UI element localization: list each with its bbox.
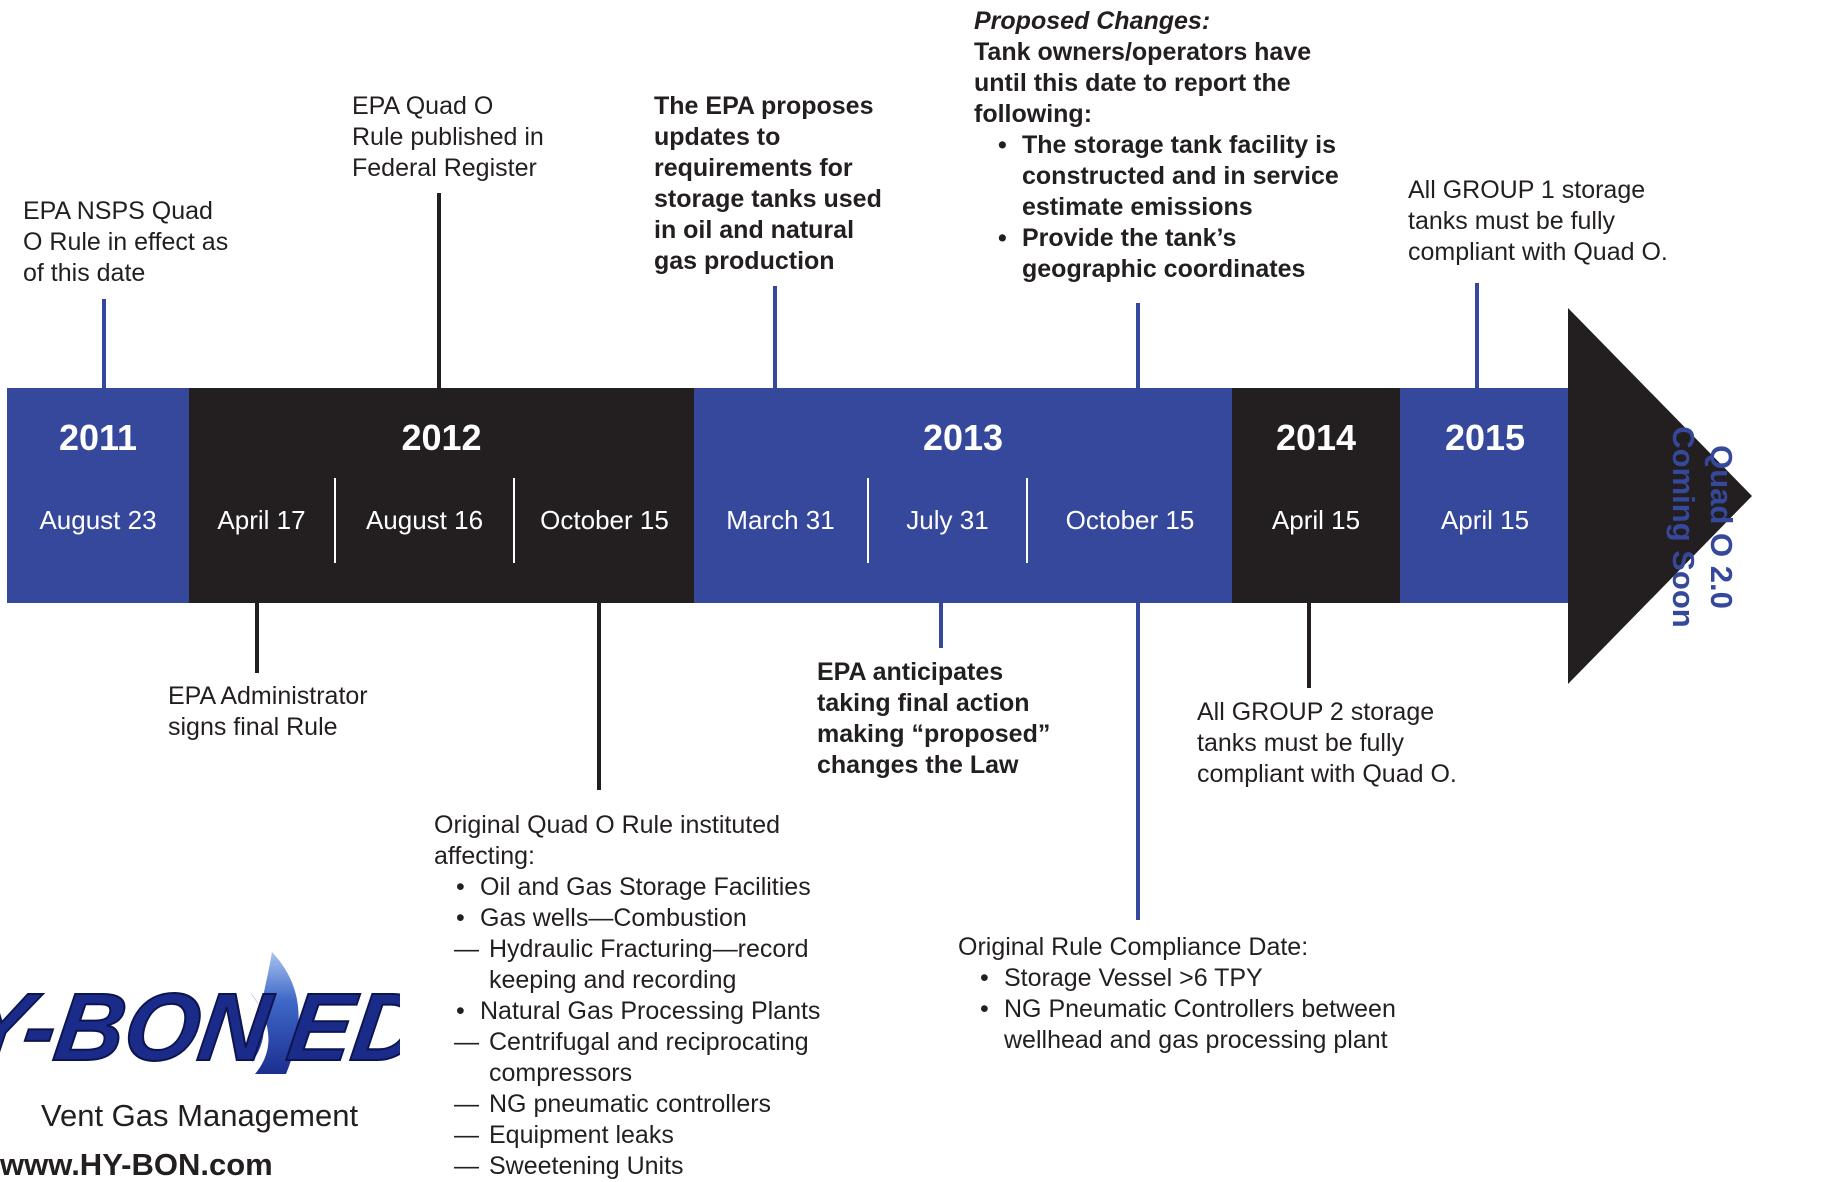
timeline-segment-2012 [189, 388, 694, 603]
website-link[interactable]: www.HY-BON.com [0, 1147, 273, 1182]
date-label-apr15-2015: April 15 [1440, 505, 1530, 535]
connector-line [437, 193, 441, 388]
connector-line [1475, 283, 1479, 388]
date-separator [334, 478, 336, 563]
year-label-2014: 2014 [1275, 417, 1357, 458]
connector-line [255, 603, 259, 673]
arrow-label: Quad O 2.0 Coming Soon [1666, 426, 1739, 628]
date-label-jul31-2013: July 31 [906, 505, 989, 535]
callout-oct15-2013-compliance: Original Rule Compliance Date: Storage V… [958, 932, 1396, 1056]
logo-wordmark-right: EDI [282, 974, 400, 1080]
list-subitem: —Sweetening Units [454, 1152, 684, 1180]
connector-line [1136, 603, 1140, 920]
callout-apr15-2015: All GROUP 1 storage tanks must be fully … [1408, 176, 1668, 266]
connector-line [102, 299, 106, 388]
connector-line [1307, 603, 1311, 688]
list-subitem: —NG pneumatic controllers [454, 1090, 772, 1118]
callout-aug23-2011: EPA NSPS Quad O Rule in effect as of thi… [23, 197, 229, 287]
callout-oct15-2013-proposed: Proposed Changes: Tank owners/operators … [974, 6, 1339, 285]
logo-wordmark-left: Y-BON [0, 974, 279, 1080]
date-label-mar31-2013: March 31 [726, 505, 835, 535]
list-item: Storage Vessel >6 TPY [978, 963, 1396, 994]
list-item: Gas wells—Combustion [454, 903, 874, 934]
date-label-apr15-2014: April 15 [1271, 505, 1361, 535]
date-separator [1026, 478, 1028, 563]
callout-aug16-2012: EPA Quad O Rule published in Federal Reg… [352, 92, 544, 182]
list-item: The storage tank facility is constructed… [996, 130, 1339, 223]
connector-line [939, 603, 943, 648]
connector-line [773, 286, 777, 388]
year-label-2011: 2011 [58, 417, 138, 458]
list-subitem: —Hydraulic Fracturing—record keeping and… [454, 935, 809, 994]
date-separator [513, 478, 515, 563]
list-item: Natural Gas Processing Plants [454, 996, 874, 1027]
connector-line [1136, 303, 1140, 388]
callout-jul31-2013: EPA anticipates taking final action maki… [817, 658, 1051, 779]
timeline-arrowhead [1568, 308, 1752, 684]
timeline-segment-2013 [694, 388, 1232, 603]
year-label-2015: 2015 [1444, 417, 1526, 458]
date-label-oct15-2012: October 15 [540, 505, 669, 535]
logo-tagline: Vent Gas Management [41, 1098, 359, 1133]
connector-line [597, 603, 601, 790]
timeline-segment-2015 [1400, 388, 1570, 603]
list-item: NG Pneumatic Controllers between wellhea… [978, 994, 1396, 1056]
timeline-segment-2014 [1232, 388, 1400, 603]
list-item: Oil and Gas Storage Facilities [454, 872, 874, 903]
callout-heading: Proposed Changes: [974, 7, 1211, 35]
callout-oct15-2012: Original Quad O Rule instituted affectin… [434, 810, 874, 1182]
callout-mar31-2013: The EPA proposes updates to requirements… [654, 92, 882, 275]
date-label-aug23-2011: August 23 [39, 505, 157, 535]
callout-apr17-2012: EPA Administrator signs final Rule [168, 682, 368, 741]
list-subitem: —Equipment leaks [454, 1121, 674, 1149]
date-label-aug16-2012: August 16 [365, 505, 484, 535]
date-label-oct15-2013: October 15 [1065, 505, 1195, 535]
date-separator [867, 478, 869, 563]
company-logo: Y-BON EDI [0, 952, 400, 1082]
timeline-segment-2011 [7, 388, 189, 603]
year-label-2013: 2013 [922, 417, 1004, 458]
list-item: Provide the tank’s geographic coordinate… [996, 223, 1339, 285]
callout-apr15-2014: All GROUP 2 storage tanks must be fully … [1197, 698, 1457, 788]
date-label-apr17-2012: April 17 [217, 505, 306, 535]
flame-icon [250, 952, 299, 1074]
list-subitem: —Centrifugal and reciprocating compresso… [454, 1028, 809, 1087]
year-label-2012: 2012 [401, 417, 482, 458]
